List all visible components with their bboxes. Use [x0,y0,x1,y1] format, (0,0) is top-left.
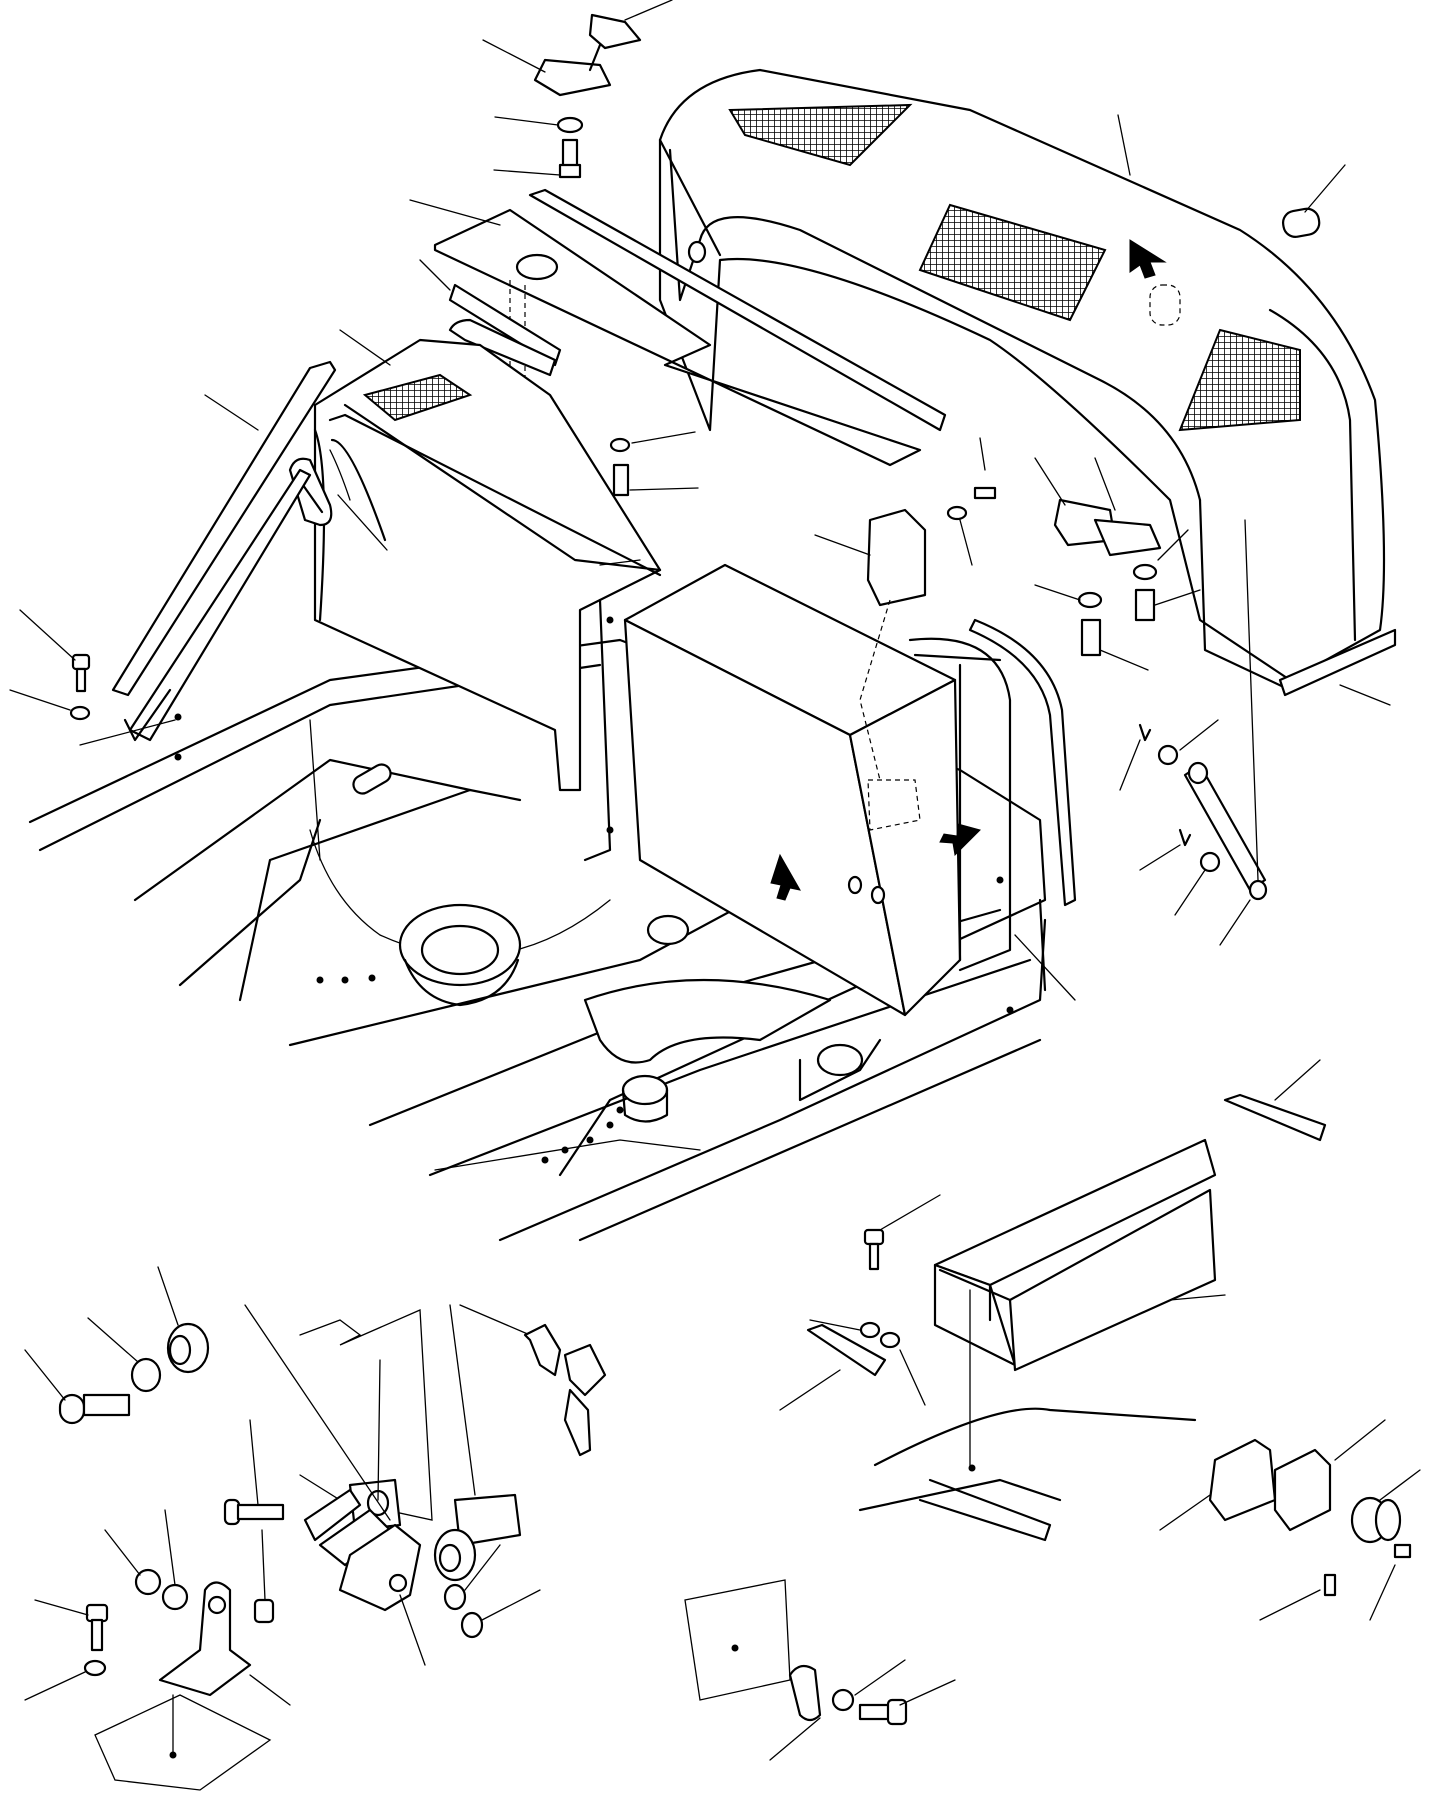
tool-box-channel [779,1059,1421,1621]
gas-spring [1119,519,1268,946]
bolts-washers-nuts [9,431,997,721]
hinge-assembly [482,0,673,179]
bolts-washers-nuts-lower [24,1266,275,1701]
key-icon [563,1343,607,1397]
latch-block [814,508,927,781]
rubber-seal-strip [1278,628,1397,697]
latch-clip [684,1579,956,1761]
arrow-icon [1129,239,1167,279]
hood-grille-2 [918,203,1107,322]
hood-grille-1 [728,103,913,167]
battery-box [599,559,1076,1017]
arrow-icon [939,823,981,857]
counterweight-hood [658,68,1397,706]
stay-rod [79,360,337,761]
rubber-seal-strip [968,618,1077,907]
key-icon [523,1323,562,1377]
frame-tongue [583,978,832,1064]
panel-grille [362,373,473,422]
rubber-seal-strips [419,188,947,432]
hood-grille-3 [1178,328,1301,432]
frame-boss [621,914,882,1123]
swing-flange [398,903,522,1007]
hinge-assembly-right [1034,457,1201,671]
upper-frame [28,638,1047,1242]
key-icon [563,1388,592,1457]
grommet [1281,207,1321,238]
frame-holes [316,876,1014,1164]
arrow-icon [770,853,801,901]
rubber-seal-strip [806,1323,887,1377]
stay-bracket [94,1581,291,1791]
rubber-seal-strip [1223,1093,1327,1142]
latch-assembly [223,1304,541,1666]
lock-cylinder-with-keys [433,1304,607,1582]
